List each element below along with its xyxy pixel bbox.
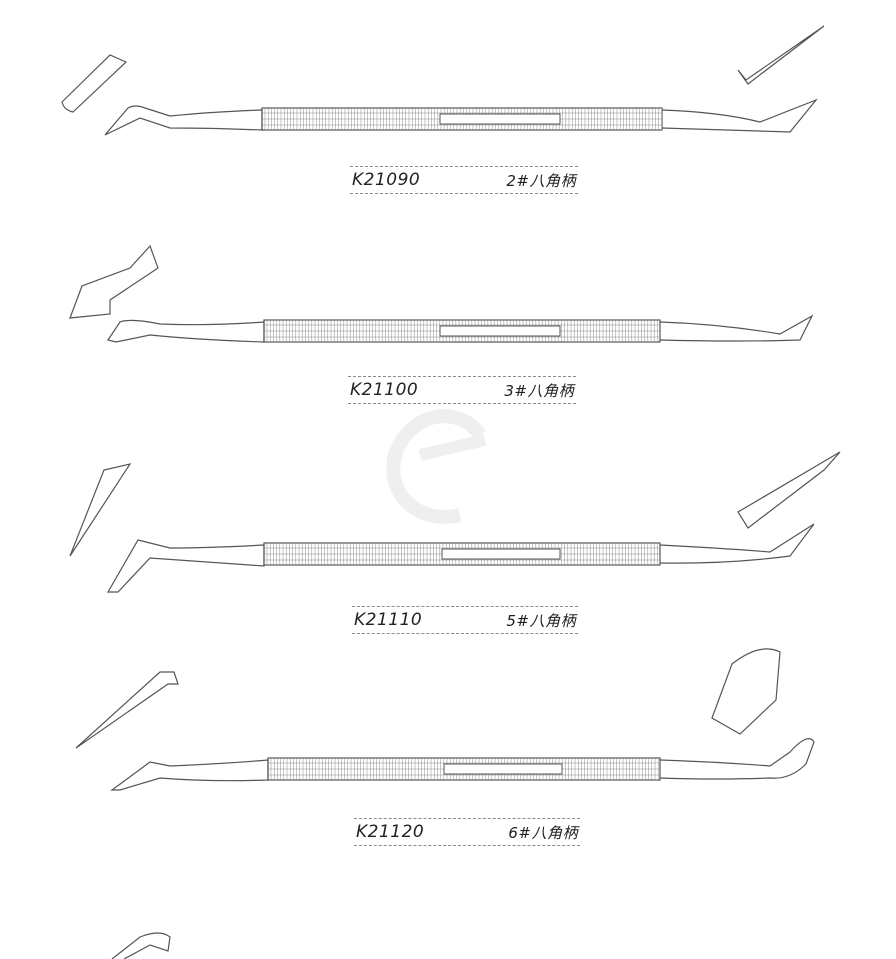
instrument-caption: K21100 3#八角柄 xyxy=(348,376,576,404)
tip-detail-left xyxy=(75,671,179,749)
tip-detail-partial xyxy=(111,932,171,959)
instrument-drawing xyxy=(69,451,841,593)
product-code: K21100 xyxy=(350,380,419,400)
instrument-drawing xyxy=(69,244,814,343)
instrument-caption: K21110 5#八角柄 xyxy=(352,606,578,634)
instrument-drawing xyxy=(75,648,815,791)
instrument-k21090: K21090 2#八角柄 xyxy=(0,0,896,210)
handle-type: 5#八角柄 xyxy=(506,611,576,630)
instrument-caption: K21120 6#八角柄 xyxy=(354,818,580,846)
tip-detail-left xyxy=(69,244,159,319)
tip-detail-right xyxy=(737,451,841,529)
tip-detail-right xyxy=(711,648,781,735)
instrument-k21110: K21110 5#八角柄 xyxy=(69,451,841,634)
instrument-k21100: K21100 3#八角柄 xyxy=(0,0,896,420)
tip-detail-left xyxy=(61,54,128,113)
handle-type: 6#八角柄 xyxy=(508,823,578,842)
product-code: K21120 xyxy=(356,822,425,842)
instrument-drawing xyxy=(61,25,825,136)
watermark-logo xyxy=(386,409,487,524)
product-code: K21090 xyxy=(352,170,421,190)
handle-type: 2#八角柄 xyxy=(506,171,576,190)
instrument-caption: K21090 2#八角柄 xyxy=(350,166,578,194)
instrument-k21120: K21120 6#八角柄 xyxy=(75,648,815,846)
tip-detail-left xyxy=(69,463,132,557)
handle-type: 3#八角柄 xyxy=(504,381,574,400)
product-code: K21110 xyxy=(354,610,423,630)
tip-detail-right xyxy=(737,25,825,85)
